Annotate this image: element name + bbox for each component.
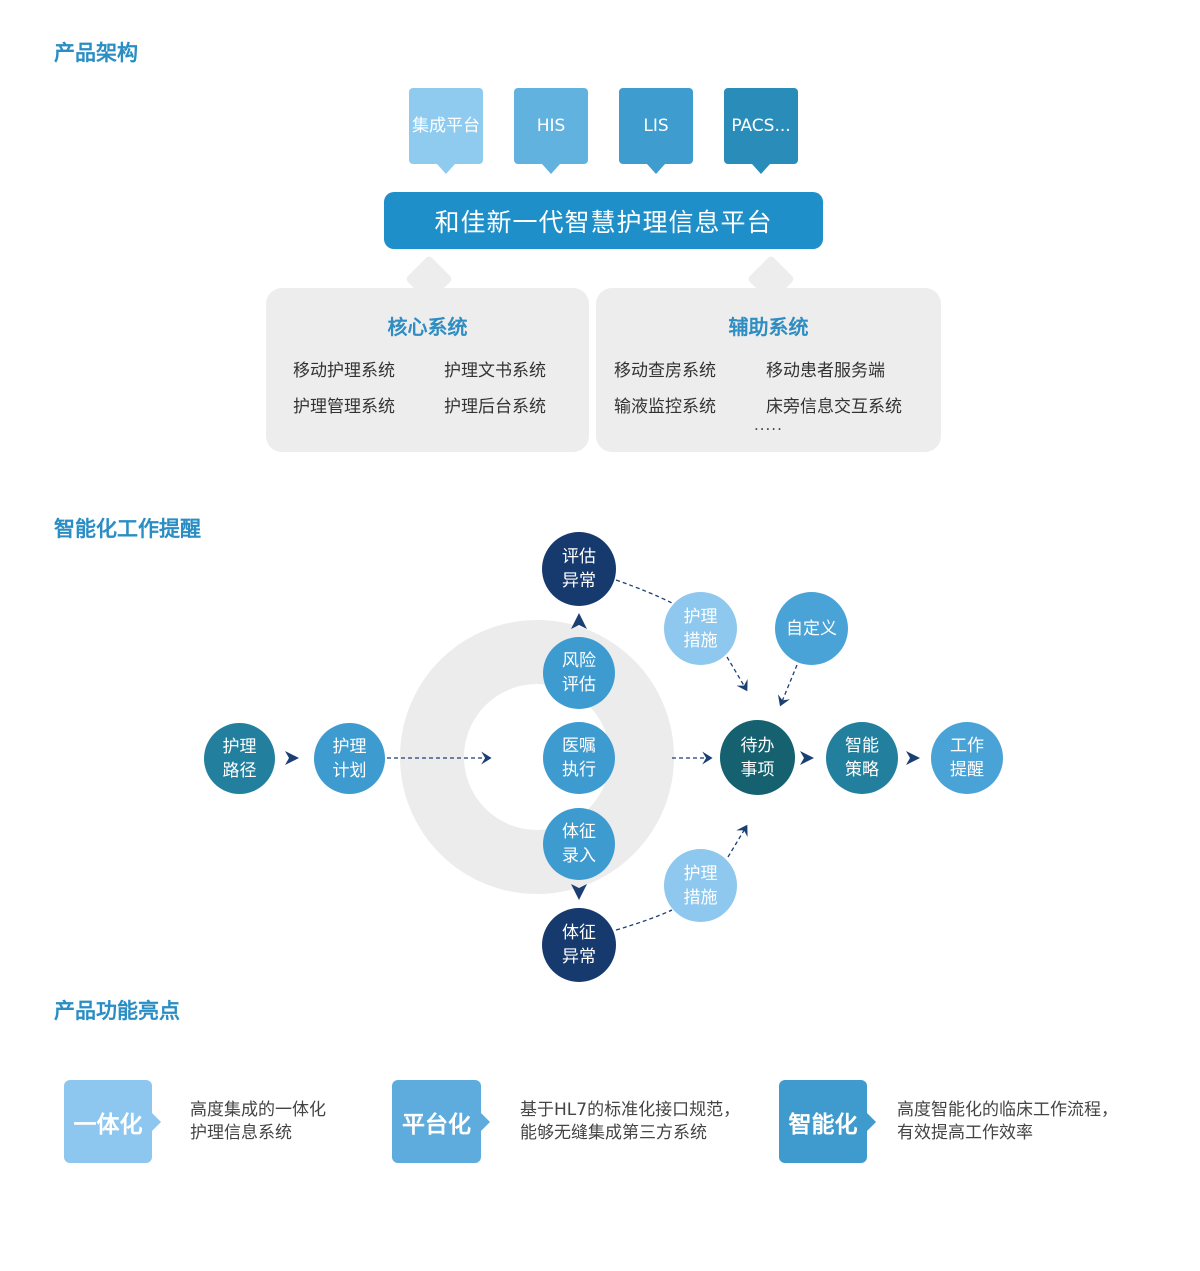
core-system-item[interactable]: 护理管理系统 bbox=[293, 397, 395, 417]
node-label: 措施 bbox=[683, 887, 718, 908]
node-label: 措施 bbox=[683, 630, 718, 651]
workflow-ring bbox=[400, 620, 674, 894]
node-label: 护理 bbox=[222, 736, 257, 757]
node-label: 体征 bbox=[562, 822, 596, 842]
core-system-item[interactable]: 护理后台系统 bbox=[444, 397, 546, 417]
highlight-badge-intelligence: 智能化 bbox=[779, 1080, 876, 1163]
feeder-pacs[interactable]: PACS ... bbox=[724, 88, 798, 174]
highlight-line: 高度集成的一体化 bbox=[190, 1100, 326, 1120]
node-label: 自定义 bbox=[786, 618, 837, 639]
flow-measures-to-todo bbox=[727, 824, 748, 858]
feeder-line: 平台 bbox=[446, 116, 480, 136]
node-label: 体征 bbox=[562, 923, 596, 943]
node-label: 工作 bbox=[950, 736, 984, 756]
highlight-line: 高度智能化的临床工作流程， bbox=[897, 1100, 1118, 1120]
node-label: 医嘱 bbox=[562, 736, 596, 756]
highlight-badge-label: 平台化 bbox=[402, 1111, 471, 1138]
node-label: 执行 bbox=[562, 760, 596, 780]
node-vital-entry[interactable]: 体征 录入 bbox=[543, 808, 615, 880]
reminder-title: 智能化工作提醒 bbox=[54, 517, 201, 541]
node-label: 策略 bbox=[845, 760, 879, 780]
node-label: 事项 bbox=[740, 759, 775, 780]
node-label: 待办 bbox=[740, 735, 775, 756]
node-label: 护理 bbox=[683, 606, 718, 627]
highlights-title: 产品功能亮点 bbox=[54, 999, 180, 1023]
flow-measures-to-todo bbox=[726, 656, 748, 692]
aux-systems-panel: 辅助系统 移动查房系统 移动患者服务端 输液监控系统 床旁信息交互系统 ....… bbox=[596, 288, 941, 452]
feeder-line: LIS bbox=[643, 116, 669, 136]
node-label: 异常 bbox=[562, 947, 596, 967]
aux-systems-title: 辅助系统 bbox=[728, 315, 809, 339]
chevron-right-icon bbox=[906, 751, 920, 765]
node-assess-abnormal[interactable]: 评估 异常 bbox=[542, 532, 616, 606]
highlight-description: 高度智能化的临床工作流程， 有效提高工作效率 bbox=[897, 1099, 1118, 1145]
node-label: 异常 bbox=[562, 571, 596, 591]
chevron-right-icon bbox=[800, 751, 814, 765]
node-nursing-plan[interactable]: 护理 计划 bbox=[314, 723, 385, 794]
platform-bar[interactable]: 和佳新一代智慧护理信息平台 bbox=[384, 192, 823, 249]
core-system-item[interactable]: 移动护理系统 bbox=[293, 361, 395, 381]
highlight-description: 高度集成的一体化 护理信息系统 bbox=[190, 1099, 326, 1145]
highlight-line: 基于HL7的标准化接口规范， bbox=[520, 1100, 741, 1120]
highlight-line: 护理信息系统 bbox=[190, 1123, 292, 1143]
highlight-line: 能够无缝集成第三方系统 bbox=[520, 1123, 707, 1143]
node-custom[interactable]: 自定义 bbox=[775, 592, 848, 665]
node-label: 评估 bbox=[562, 547, 596, 567]
node-order-exec[interactable]: 医嘱 执行 bbox=[543, 722, 615, 794]
aux-system-item[interactable]: 输液监控系统 bbox=[614, 397, 716, 417]
core-systems-title: 核心系统 bbox=[387, 315, 468, 339]
core-systems-panel: 核心系统 移动护理系统 护理文书系统 护理管理系统 护理后台系统 bbox=[266, 288, 589, 452]
highlight-description: 基于HL7的标准化接口规范， 能够无缝集成第三方系统 bbox=[520, 1099, 740, 1145]
aux-system-item[interactable]: 床旁信息交互系统 bbox=[766, 397, 902, 417]
feeder-his[interactable]: HIS bbox=[514, 88, 588, 174]
node-label: 智能 bbox=[845, 736, 879, 756]
flow-vital-to-measures bbox=[615, 909, 673, 931]
node-nursing-measures-top[interactable]: 护理 措施 bbox=[664, 592, 737, 665]
node-label: 护理 bbox=[332, 736, 367, 757]
core-system-item[interactable]: 护理文书系统 bbox=[444, 361, 546, 381]
chevron-down-icon bbox=[571, 884, 587, 900]
feeder-integration-platform[interactable]: 集成 平台 bbox=[409, 88, 483, 174]
feeder-line: 集成 bbox=[412, 116, 446, 136]
node-todo[interactable]: 待办 事项 bbox=[720, 720, 795, 795]
node-risk-assess[interactable]: 风险 评估 bbox=[543, 637, 615, 709]
highlight-badge-label: 一体化 bbox=[73, 1111, 143, 1138]
aux-more-ellipsis: ..... bbox=[754, 416, 783, 434]
chevron-right-icon bbox=[285, 751, 299, 765]
highlight-badge-integration: 一体化 bbox=[64, 1080, 161, 1163]
highlight-badge-label: 智能化 bbox=[788, 1111, 858, 1138]
node-nursing-path[interactable]: 护理 路径 bbox=[204, 723, 275, 794]
flow-custom-to-todo bbox=[777, 664, 798, 707]
node-nursing-measures-bottom[interactable]: 护理 措施 bbox=[664, 849, 737, 922]
feeder-line: ... bbox=[774, 116, 791, 136]
node-label: 评估 bbox=[562, 675, 596, 695]
node-vital-abnormal[interactable]: 体征 异常 bbox=[542, 908, 616, 982]
node-smart-strategy[interactable]: 智能 策略 bbox=[826, 722, 898, 794]
chevron-up-icon bbox=[571, 613, 587, 629]
aux-system-item[interactable]: 移动患者服务端 bbox=[766, 361, 885, 381]
feeder-lis[interactable]: LIS bbox=[619, 88, 693, 174]
node-label: 风险 bbox=[562, 651, 596, 671]
platform-label: 和佳新一代智慧护理信息平台 bbox=[434, 207, 773, 237]
aux-system-item[interactable]: 移动查房系统 bbox=[614, 361, 716, 381]
node-label: 录入 bbox=[562, 846, 596, 866]
feeder-line: PACS bbox=[731, 116, 775, 136]
feeder-line: HIS bbox=[536, 116, 566, 136]
node-label: 护理 bbox=[683, 863, 718, 884]
node-label: 提醒 bbox=[950, 760, 984, 780]
node-label: 计划 bbox=[332, 760, 367, 781]
architecture-title: 产品架构 bbox=[54, 41, 138, 65]
node-work-reminder[interactable]: 工作 提醒 bbox=[931, 722, 1003, 794]
flow-assess-to-measures bbox=[615, 579, 673, 604]
highlight-badge-platform: 平台化 bbox=[392, 1080, 490, 1163]
node-label: 路径 bbox=[222, 760, 257, 781]
highlight-line: 有效提高工作效率 bbox=[897, 1123, 1033, 1143]
